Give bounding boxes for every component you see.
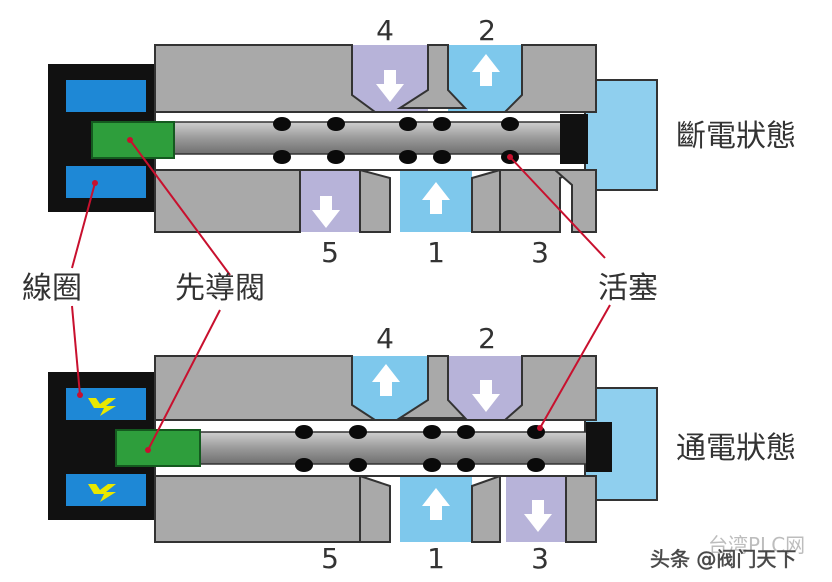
pilot-plunger-energized (115, 429, 201, 467)
state-label-energized: 通電狀態 (676, 431, 796, 466)
arrow-up-port-1-energized (422, 488, 450, 520)
energize-arrows (88, 398, 116, 502)
arrow-down-port-5 (312, 196, 340, 228)
port-label-4-top: 4 (376, 14, 394, 47)
piston-label: 活塞 (598, 271, 658, 306)
flow-arrows-energized (372, 364, 552, 532)
port-label-5-bottom: 5 (321, 542, 339, 575)
watermark-partial: 台湾PLC网 (708, 533, 805, 557)
pilot-valve-label: 先導閥 (175, 271, 265, 306)
arrow-down-port-2-energized (472, 380, 500, 412)
valve-de-energized (48, 44, 658, 233)
flow-arrows (312, 54, 500, 228)
coil-label: 線圈 (22, 271, 82, 306)
coil-winding-upper (66, 80, 146, 112)
leader-lines (71, 139, 611, 451)
port-label-2-bottom: 2 (478, 322, 496, 355)
port-label-1-bottom: 1 (427, 542, 445, 575)
port-label-4-bottom: 4 (376, 322, 394, 355)
spool-rod (149, 121, 586, 155)
spool-end-cap-energized (586, 422, 612, 472)
arrow-up-port-4-energized (372, 364, 400, 396)
arrow-down-port-4 (376, 70, 404, 102)
spool-rod-energized (189, 431, 611, 465)
arrow-up-port-2 (472, 54, 500, 86)
port-label-5-top: 5 (321, 236, 339, 269)
arrow-down-port-3-energized (524, 500, 552, 532)
arrow-up-port-1 (422, 182, 450, 214)
port-label-2-top: 2 (478, 14, 496, 47)
leader-dots (77, 137, 543, 453)
spool-end-cap (560, 114, 588, 164)
port-label-3-bottom: 3 (531, 542, 549, 575)
port-label-3-top: 3 (531, 236, 549, 269)
state-label-de-energized: 斷電狀態 (676, 119, 796, 154)
valve-body-energized (154, 355, 597, 543)
watermark: 头条 @阀门天下 (650, 547, 796, 571)
coil-winding-lower (66, 166, 146, 198)
port-label-1-top: 1 (427, 236, 445, 269)
